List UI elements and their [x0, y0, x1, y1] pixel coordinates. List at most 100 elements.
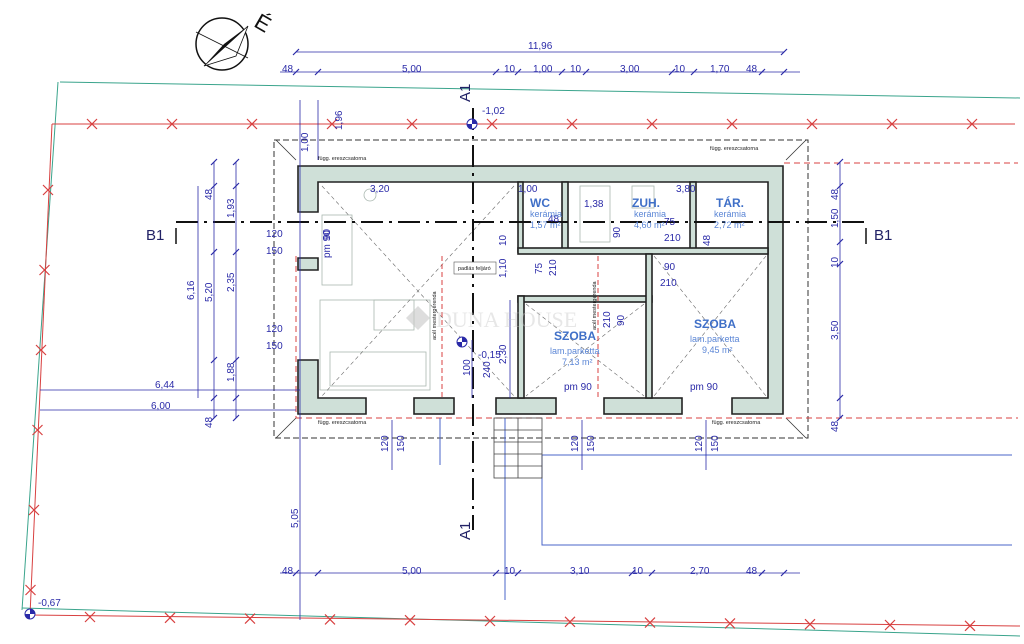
boundary-mark	[244, 613, 256, 625]
left-dim-outer: 6,16	[186, 280, 197, 300]
top-dim: 5,00	[402, 64, 422, 75]
dimension-tick	[628, 569, 636, 577]
left-dim-top: 1,96	[334, 110, 345, 130]
section-lines	[176, 108, 866, 530]
room-area: 2,72 m²	[714, 220, 745, 230]
right-dim: 10	[830, 256, 841, 268]
dimension-tick	[492, 68, 500, 76]
boundary-mark	[566, 118, 578, 130]
right-dim: 3,50	[830, 320, 841, 340]
opening-width: 120	[266, 324, 283, 335]
room-name: SZOBA	[554, 329, 596, 343]
window-dim: 120	[570, 435, 581, 452]
compass-icon	[195, 17, 249, 71]
dimension-tick	[210, 158, 218, 166]
gutter-label: függ. ereszcsatorna	[318, 156, 367, 162]
interior-dim: 75	[664, 217, 676, 228]
walls	[297, 165, 784, 415]
interior-dim: 210	[548, 259, 559, 276]
room-floor: kerámia	[634, 209, 666, 219]
property-line-marks	[25, 118, 978, 632]
dimension-tick	[582, 68, 590, 76]
room-area: 4,60 m²	[634, 220, 665, 230]
boundary-mark	[644, 617, 656, 629]
interior-dim: 1,10	[498, 258, 509, 278]
bottom-dim: 2,70	[690, 566, 710, 577]
dimension-tick	[836, 238, 844, 246]
dimension-lines	[40, 51, 841, 620]
boundary-mark	[164, 612, 176, 624]
boundary-mark	[32, 424, 43, 436]
room-name: ZUH.	[632, 196, 660, 210]
dimension-tick	[232, 182, 240, 190]
window-dim: 150	[396, 435, 407, 452]
dimension-tick	[690, 68, 698, 76]
boundary-mark	[964, 620, 976, 632]
interior-dim: 2,30	[498, 344, 509, 364]
room-labels: WC kerámia 1,57 m² ZUH. kerámia 4,60 m² …	[530, 195, 746, 367]
interior-dim: 48	[702, 234, 713, 246]
pm-label: pm 90	[322, 230, 333, 258]
room-area: 9,45 m²	[702, 345, 733, 355]
boundary-mark	[886, 118, 898, 130]
interior-dim: 48	[548, 214, 560, 225]
left-dim: 48	[204, 416, 215, 428]
dimension-tick	[292, 569, 300, 577]
terrace-line	[295, 162, 1018, 419]
opening-width: 120	[266, 229, 283, 240]
dimension-tick	[514, 68, 522, 76]
left-dim: 1,88	[226, 362, 237, 382]
dimension-tick	[232, 356, 240, 364]
interior-dim: 100	[462, 359, 473, 376]
roof-outline	[273, 139, 809, 439]
top-dim: 48	[746, 64, 758, 75]
dimension-tick	[210, 248, 218, 256]
left-width: 6,44	[155, 380, 175, 391]
section-label-b-right: B1	[874, 227, 892, 244]
room-floor: kerámia	[530, 209, 562, 219]
left-dim-inner: 5,20	[204, 282, 215, 302]
interior-dim: pm 90	[690, 382, 718, 393]
room-area: 7,13 m²	[562, 357, 593, 367]
dimension-tick	[648, 569, 656, 577]
interior-dim: 75	[534, 262, 545, 274]
window-dim: 120	[380, 435, 391, 452]
level-inner: -0,15	[478, 350, 501, 361]
dimension-tick	[292, 48, 300, 56]
gutter-label: függ. ereszcsatorna	[710, 146, 759, 152]
level-marker-inner	[456, 336, 468, 348]
dimension-tick	[836, 414, 844, 422]
room-diagonals	[321, 185, 767, 397]
dimension-tick	[232, 248, 240, 256]
window-dim: 150	[586, 435, 597, 452]
attic-hatch	[453, 261, 497, 275]
left-width: 6,00	[151, 401, 171, 412]
bottom-dim: 5,00	[402, 566, 422, 577]
boundary-mark	[326, 118, 338, 130]
bottom-dim: 10	[504, 566, 516, 577]
top-dim: 1,70	[710, 64, 730, 75]
left-dim-top: 1,00	[300, 132, 311, 152]
dimension-tick	[836, 158, 844, 166]
section-label-a-top: A1	[457, 84, 474, 102]
level-marker-corner	[24, 608, 36, 620]
dimension-tick	[836, 182, 844, 190]
boundary-mark	[166, 118, 178, 130]
window-dim: 120	[694, 435, 705, 452]
room-name: SZOBA	[694, 317, 736, 331]
right-dim: 48	[830, 188, 841, 200]
interior-dim: 240	[482, 361, 493, 378]
boundary-mark	[25, 584, 36, 596]
watermark-text: DUNA HOUSE	[436, 307, 577, 332]
level-marker-top	[466, 118, 478, 130]
watermark-logo: DUNA HOUSE	[406, 306, 577, 332]
dimension-ticks	[210, 48, 844, 577]
gutter-label: függ. ereszcsatorna	[712, 420, 761, 426]
attic-label: padlás feljáró	[458, 266, 491, 272]
room-name: TÁR.	[716, 195, 744, 210]
boundary-mark	[726, 118, 738, 130]
boundary-mark	[884, 619, 896, 631]
top-dim: 10	[674, 64, 686, 75]
dimension-tick	[836, 260, 844, 268]
